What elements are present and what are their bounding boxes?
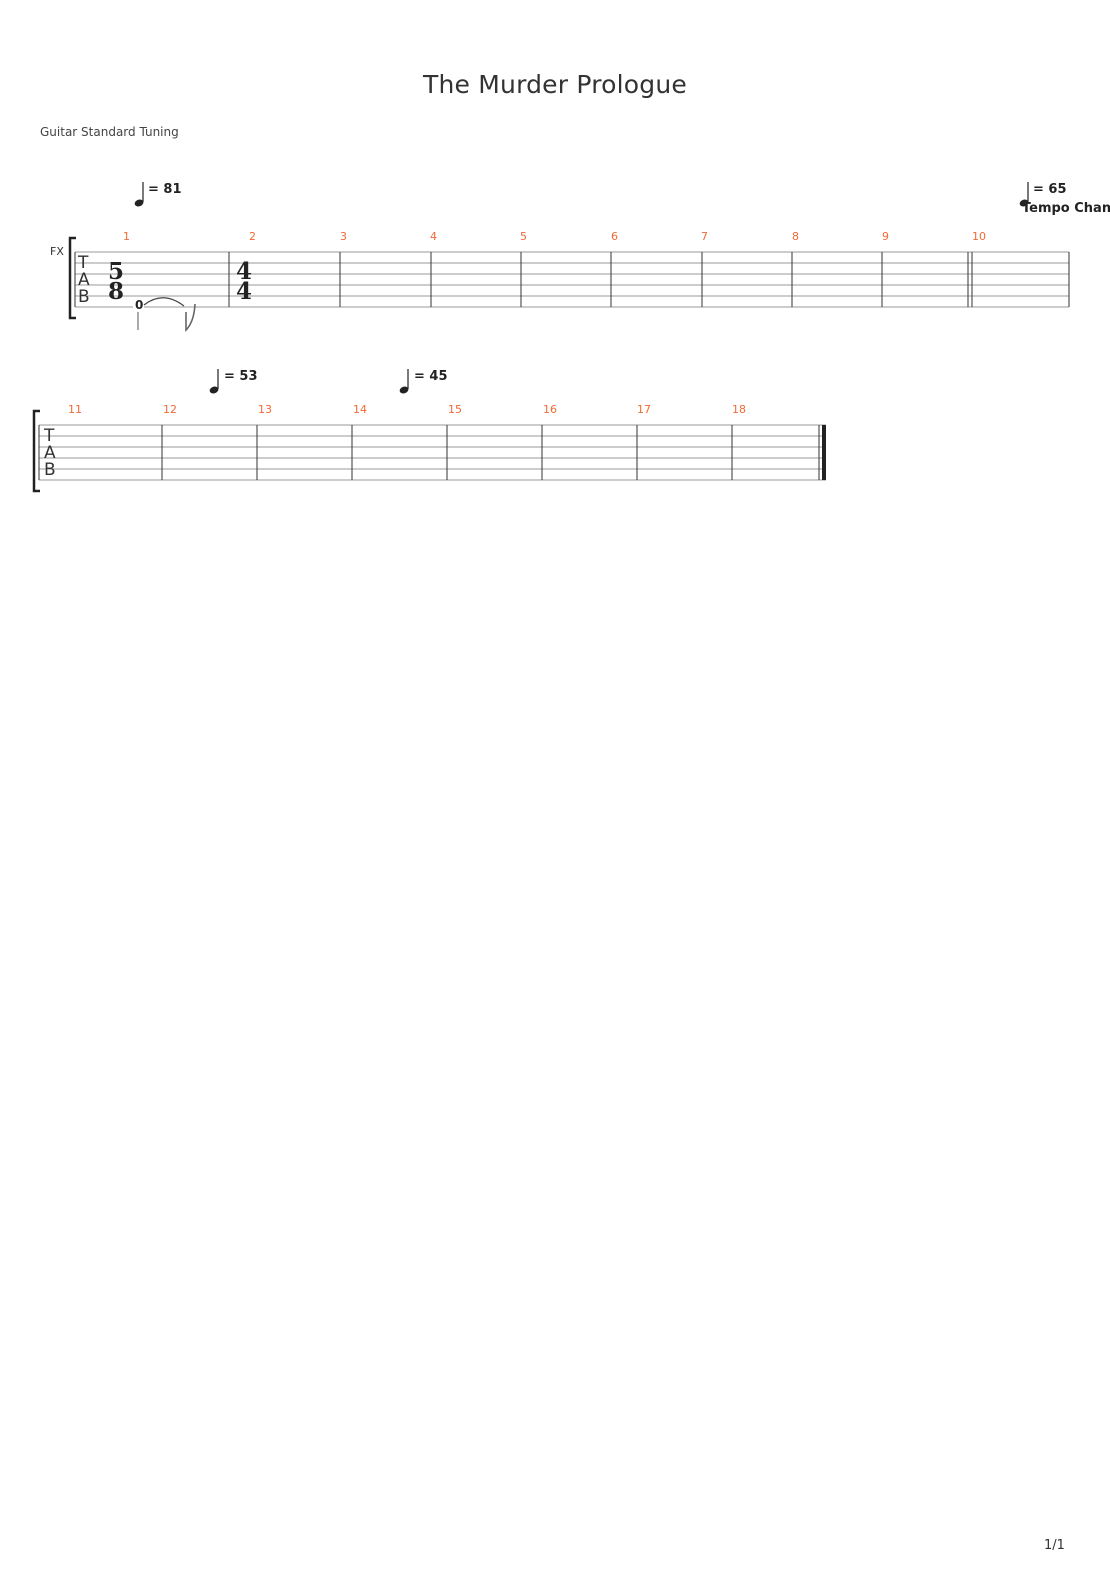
bar-number: 2 [249,230,256,243]
quarter-note-icon [1019,199,1029,207]
bar-number: 7 [701,230,708,243]
bar-number: 1 [123,230,130,243]
bar-number: 18 [732,403,746,416]
system-bracket [32,409,40,493]
system-2: T A B 11 12 13 14 15 16 17 18 = 53 = 45 [32,369,826,493]
barlines [38,425,820,480]
system-1: FX T A B [50,182,1110,332]
time-signature-bottom: 8 [108,278,124,305]
fret-number: 0 [135,298,143,312]
tempo-marking: = 53 [209,369,258,394]
tab-letter-a: A [78,270,90,290]
tab-letter-t: T [43,426,55,446]
bar-number: 16 [543,403,557,416]
tab-note: 0 [133,297,196,332]
barlines [74,252,1070,307]
tempo-value: = 45 [414,369,448,384]
score-title: The Murder Prologue [423,70,687,99]
quarter-note-icon [134,199,144,207]
tab-letter-b: B [44,460,56,480]
tab-letter-t: T [77,253,89,273]
tempo-value: = 81 [148,182,182,197]
track-tuning-label: Guitar Standard Tuning [40,125,179,139]
tab-letter-a: A [44,443,56,463]
system-bracket [68,236,76,320]
time-signature-bottom: 4 [236,278,252,305]
quarter-note-icon [399,386,409,394]
bend-stem [185,303,196,332]
bar-number: 17 [637,403,651,416]
tempo-marking: = 45 [399,369,448,394]
tempo-marking: = 81 [134,182,182,207]
time-signature-top: 4 [236,258,252,285]
track-fx-label: FX [50,245,64,258]
tempo-value: = 65 [1033,182,1067,197]
bar-number: 3 [340,230,347,243]
bar-number: 5 [520,230,527,243]
time-signature-top: 5 [108,258,124,285]
bar-number: 4 [430,230,437,243]
bar-number: 8 [792,230,799,243]
tempo-value: = 53 [224,369,258,384]
page-number: 1/1 [1044,1538,1065,1553]
bar-number: 15 [448,403,462,416]
tab-letter-b: B [78,287,90,307]
bar-number: 14 [353,403,367,416]
tab-staff-lines [75,251,1069,308]
tab-staff-lines [39,424,826,481]
tempo-change-label: Tempo Chan [1022,201,1110,216]
bar-number: 11 [68,403,82,416]
quarter-note-icon [209,386,219,394]
bar-number: 6 [611,230,618,243]
final-barline [822,425,826,480]
bar-number: 13 [258,403,272,416]
tempo-marking: = 65 Tempo Chan [1019,182,1110,216]
bar-number: 9 [882,230,889,243]
bar-number: 12 [163,403,177,416]
tie-arc [143,297,185,307]
bar-number: 10 [972,230,986,243]
